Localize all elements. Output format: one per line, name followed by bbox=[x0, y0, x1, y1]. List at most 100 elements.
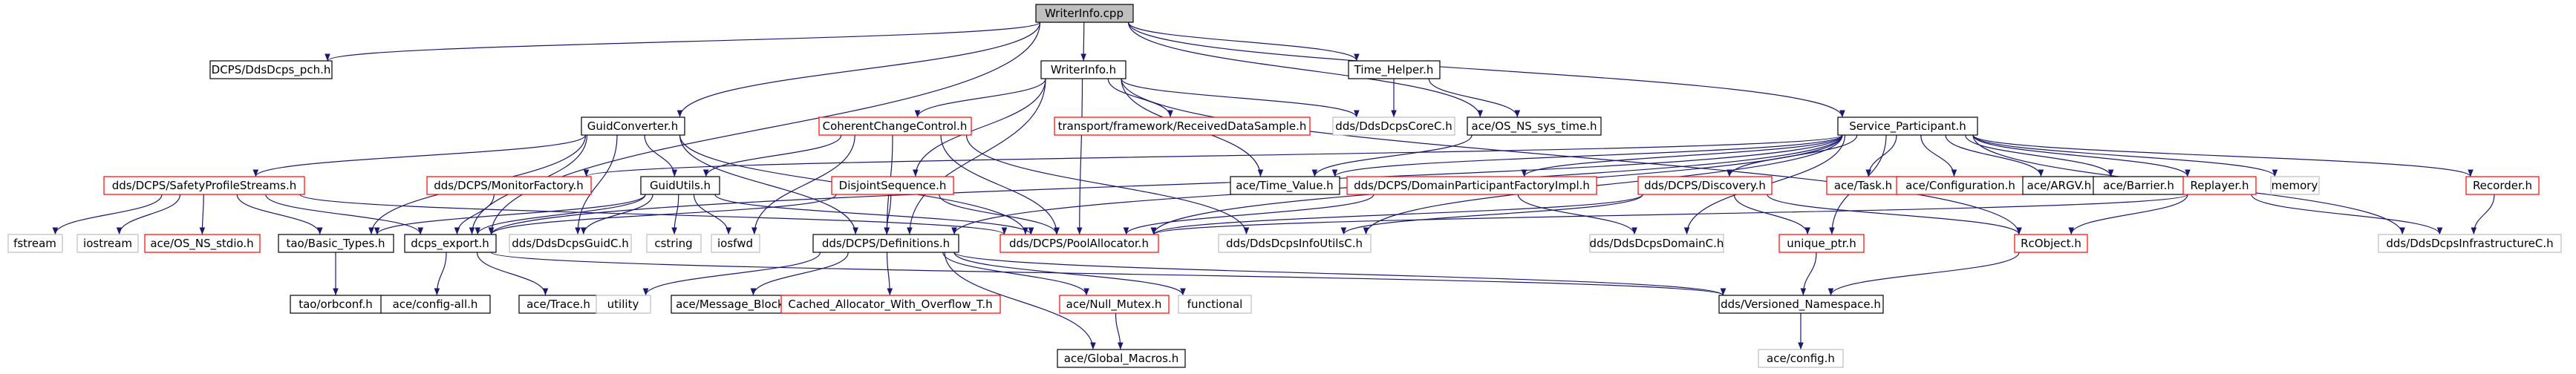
node-label: RcObject.h bbox=[2021, 237, 2081, 250]
node-dds-dcps-monitorfactory-h[interactable]: dds/DCPS/MonitorFactory.h bbox=[426, 176, 592, 195]
node-dcps-export-h[interactable]: dcps_export.h bbox=[404, 234, 497, 253]
node-dds-dcps-definitions-h[interactable]: dds/DCPS/Definitions.h bbox=[812, 234, 959, 253]
node-writerinfo-cpp[interactable]: WriterInfo.cpp bbox=[1035, 4, 1134, 23]
node-coherentchangecontrol-h[interactable]: CoherentChangeControl.h bbox=[818, 117, 972, 136]
node-box bbox=[509, 234, 632, 253]
edge-service-participant-h-to-ace-time-value-h bbox=[1331, 134, 1843, 177]
edge-writerinfo-cpp-to-service-participant-h bbox=[1127, 22, 1845, 118]
node-dcps-ddsdcps-pch-h[interactable]: DCPS/DdsDcps_pch.h bbox=[209, 60, 333, 79]
node-label: ace/Barrier.h bbox=[2103, 179, 2174, 192]
node-unique-ptr-h[interactable]: unique_ptr.h bbox=[1778, 234, 1865, 253]
node-replayer-h[interactable]: Replayer.h bbox=[2182, 176, 2257, 195]
node-iostream: iostream bbox=[76, 234, 139, 253]
edge-dds-dcps-safetyprofilestreams-h-to-ace-os-ns-stdio-h bbox=[199, 194, 206, 235]
node-box bbox=[2022, 176, 2096, 195]
node-box bbox=[290, 295, 382, 314]
node-writerinfo-h[interactable]: WriterInfo.h bbox=[1040, 60, 1126, 79]
node-box bbox=[2465, 176, 2540, 195]
node-dds-versioned-namespace-h[interactable]: dds/Versioned_Namespace.h bbox=[1718, 295, 1884, 314]
edge-writerinfo-cpp-to-writerinfo-h bbox=[1080, 22, 1086, 62]
node-label: DCPS/DdsDcps_pch.h bbox=[212, 63, 331, 77]
node-label: Recorder.h bbox=[2473, 179, 2532, 192]
node-label: Replayer.h bbox=[2190, 179, 2249, 192]
node-ace-config-all-h[interactable]: ace/config-all.h bbox=[380, 295, 491, 314]
node-label: dds/DdsDcpsInfoUtilsC.h bbox=[1226, 237, 1363, 250]
node-time-helper-h[interactable]: Time_Helper.h bbox=[1348, 60, 1441, 79]
edge-unique-ptr-h-to-dds-versioned-namespace-h bbox=[1800, 252, 1817, 296]
node-disjointsequence-h[interactable]: DisjointSequence.h bbox=[831, 176, 954, 195]
edge-writerinfo-cpp-to-guidconverter-h bbox=[676, 22, 1041, 118]
node-functional: functional bbox=[1178, 295, 1252, 314]
node-transport-framework-receiveddatasample-h[interactable]: transport/framework/ReceivedDataSample.h bbox=[1054, 117, 1311, 136]
node-dds-dcps-poolallocator-h[interactable]: dds/DCPS/PoolAllocator.h bbox=[1000, 234, 1159, 253]
node-rcobject-h[interactable]: RcObject.h bbox=[2014, 234, 2088, 253]
node-dds-dcps-discovery-h[interactable]: dds/DCPS/Discovery.h bbox=[1637, 176, 1773, 195]
edge-guidutils-h-to-cstring bbox=[671, 194, 679, 235]
node-iosfwd: iosfwd bbox=[711, 234, 760, 253]
node-box bbox=[209, 60, 333, 79]
node-box bbox=[380, 295, 491, 314]
node-label: ace/Null_Mutex.h bbox=[1066, 298, 1162, 312]
node-guidconverter-h[interactable]: GuidConverter.h bbox=[581, 117, 685, 136]
node-label: dds/DdsDcpsDomainC.h bbox=[1590, 237, 1724, 250]
node-label: iostream bbox=[83, 237, 132, 250]
node-box bbox=[671, 295, 800, 314]
node-service-participant-h[interactable]: Service_Participant.h bbox=[1837, 117, 1978, 136]
node-label: GuidUtils.h bbox=[650, 179, 711, 192]
node-dds-dcps-safetyprofilestreams-h[interactable]: dds/DCPS/SafetyProfileStreams.h bbox=[103, 176, 305, 195]
node-label: ace/Message_Block.h bbox=[676, 298, 795, 312]
node-ace-time-value-h[interactable]: ace/Time_Value.h bbox=[1230, 176, 1340, 195]
edge-guidconverter-h-to-dds-dcps-safetyprofilestreams-h bbox=[252, 134, 587, 177]
node-box bbox=[1896, 176, 2025, 195]
edge-dds-dcps-discovery-h-to-rcobject-h bbox=[1767, 194, 2022, 235]
graph-edges bbox=[52, 22, 2495, 350]
node-label: ace/ARGV.h bbox=[2027, 179, 2092, 192]
node-label: ace/OS_NS_sys_time.h bbox=[1472, 119, 1597, 134]
edge-time-helper-h-to-ace-os-ns-sys-time-h bbox=[1428, 78, 1521, 118]
node-ace-os-ns-stdio-h[interactable]: ace/OS_NS_stdio.h bbox=[144, 234, 261, 253]
node-recorder-h[interactable]: Recorder.h bbox=[2465, 176, 2540, 195]
node-label: functional bbox=[1187, 298, 1243, 311]
node-label: Cached_Allocator_With_Overflow_T.h bbox=[788, 298, 992, 312]
node-label: dcps_export.h bbox=[411, 237, 489, 251]
edge-rcobject-h-to-dds-versioned-namespace-h bbox=[1827, 252, 2020, 296]
node-label: ace/Task.h bbox=[1834, 179, 1892, 192]
node-tao-basic-types-h[interactable]: tao/Basic_Types.h bbox=[278, 234, 394, 253]
edge-coherentchangecontrol-h-to-dds-ddsdcpsinfoutilsc-h bbox=[965, 134, 1250, 235]
node-tao-orbconf-h[interactable]: tao/orbconf.h bbox=[290, 295, 382, 314]
edge-writerinfo-h-to-disjointsequence-h bbox=[913, 78, 1046, 177]
node-ace-global-macros-h[interactable]: ace/Global_Macros.h bbox=[1057, 349, 1186, 368]
edge-service-participant-h-to-ace-configuration-h bbox=[1920, 134, 1957, 177]
node-guidutils-h[interactable]: GuidUtils.h bbox=[640, 176, 720, 195]
node-ace-message-block-h[interactable]: ace/Message_Block.h bbox=[671, 295, 800, 314]
node-cached-allocator-with-overflow-t-h[interactable]: Cached_Allocator_With_Overflow_T.h bbox=[780, 295, 1001, 314]
node-box bbox=[404, 234, 497, 253]
node-label: WriterInfo.h bbox=[1051, 63, 1116, 76]
node-box bbox=[103, 176, 305, 195]
edge-dds-dcps-domainparticipantfactoryimpl-h-to-dds-ddsdcpsdomainc-h bbox=[1517, 194, 1637, 235]
node-ace-null-mutex-h[interactable]: ace/Null_Mutex.h bbox=[1059, 295, 1170, 314]
node-label: dds/DCPS/PoolAllocator.h bbox=[1009, 237, 1149, 250]
node-ace-barrier-h[interactable]: ace/Barrier.h bbox=[2093, 176, 2185, 195]
node-dds-dcps-domainparticipantfactoryimpl-h[interactable]: dds/DCPS/DomainParticipantFactoryImpl.h bbox=[1346, 176, 1597, 195]
node-label: dds/DdsDcpsCoreC.h bbox=[1335, 119, 1452, 133]
node-label: dds/DCPS/Discovery.h bbox=[1644, 179, 1766, 192]
node-ace-trace-h[interactable]: ace/Trace.h bbox=[518, 295, 599, 314]
node-memory: memory bbox=[2270, 176, 2320, 195]
node-box bbox=[596, 295, 651, 314]
edge-writerinfo-cpp-to-time-helper-h bbox=[1127, 22, 1360, 62]
node-label: unique_ptr.h bbox=[1787, 237, 1856, 251]
node-label: dds/DCPS/SafetyProfileStreams.h bbox=[112, 179, 297, 192]
node-ace-configuration-h[interactable]: ace/Configuration.h bbox=[1896, 176, 2025, 195]
node-box bbox=[518, 295, 599, 314]
edge-dds-dcps-definitions-h-to-ace-message-block-h bbox=[750, 252, 849, 296]
edge-coherentchangecontrol-h-to-guidutils-h bbox=[702, 134, 842, 177]
edge-writerinfo-h-to-dds-dcps-poolallocator-h bbox=[1076, 78, 1083, 235]
node-ace-os-ns-sys-time-h[interactable]: ace/OS_NS_sys_time.h bbox=[1467, 117, 1602, 136]
node-ace-task-h[interactable]: ace/Task.h bbox=[1826, 176, 1900, 195]
node-label: ace/Time_Value.h bbox=[1236, 179, 1333, 193]
node-ace-argv-h[interactable]: ace/ARGV.h bbox=[2022, 176, 2096, 195]
edge-dcps-export-h-to-ace-trace-h bbox=[476, 252, 549, 296]
